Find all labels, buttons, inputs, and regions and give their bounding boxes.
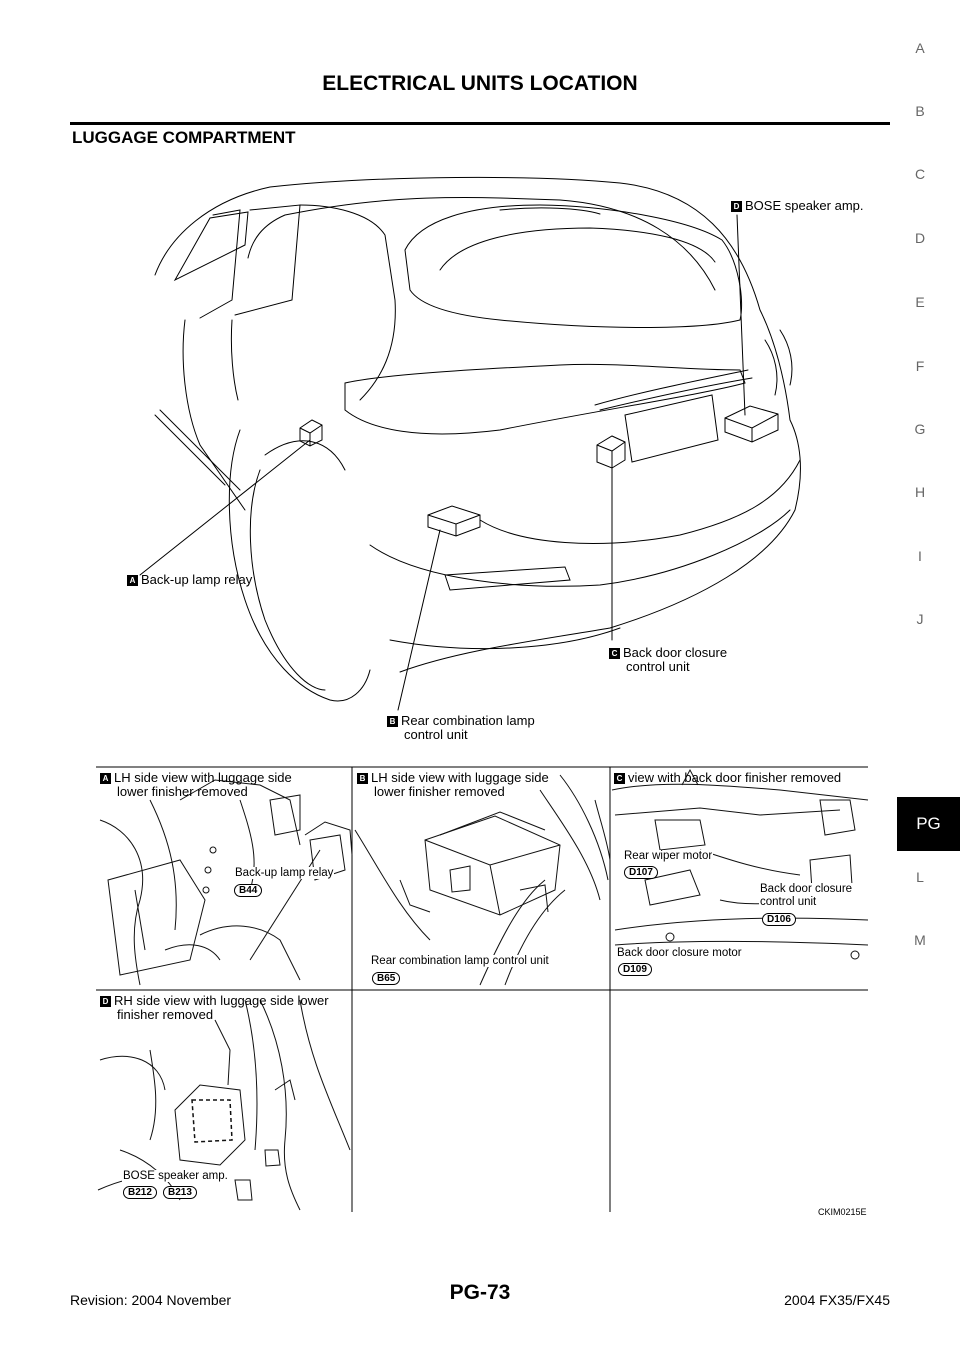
footer-model: 2004 FX35/FX45 [784,1292,890,1308]
side-index-b[interactable]: B [915,103,925,119]
side-index-m[interactable]: M [914,932,926,948]
callout-letter-b: B [387,716,398,727]
panel-a-label: Back-up lamp relay [234,867,335,879]
connector-tag-b44: B44 [234,884,263,897]
callout-label-line1: Back door closure [623,645,728,660]
section-heading: LUGGAGE COMPARTMENT [72,128,296,147]
side-index-c[interactable]: C [914,166,926,182]
side-index-pg-tab[interactable]: PG [897,797,960,851]
connector-tag-d107: D107 [624,866,658,879]
connector-tag-d109: D109 [618,963,652,976]
callout-label-line2: control unit [626,659,690,674]
panel-letter-c: C [614,773,625,784]
side-index-g[interactable]: G [914,421,926,437]
figure-reference-code: CKIM0215E [818,1207,867,1217]
panel-d-label: BOSE speaker amp. [122,1170,229,1182]
panel-title-line1: LH side view with luggage side [371,770,549,785]
panel-c-motor-label: Back door closure motor [616,947,743,959]
connector-tag-b213: B213 [163,1186,197,1199]
side-index-d[interactable]: D [914,230,926,246]
panel-c-wiper-label: Rear wiper motor [623,850,714,862]
side-index-f[interactable]: F [915,358,925,374]
footer-revision: Revision: 2004 November [70,1292,232,1308]
side-index-h[interactable]: H [914,484,926,500]
side-index-a[interactable]: A [915,40,925,56]
connector-tag-b212: B212 [123,1186,157,1199]
closure-unit-line2: control unit [760,896,817,908]
connector-tag-b65: B65 [372,972,401,985]
panel-letter-a: A [100,773,111,784]
panel-title-line1: view with back door finisher removed [628,770,842,785]
callout-letter-a: A [127,575,138,586]
panel-letter-d: D [100,996,111,1007]
footer-page-number: PG-73 [449,1281,511,1304]
side-index-j[interactable]: J [916,611,924,627]
side-index-i[interactable]: I [918,548,922,564]
panel-title-line2: finisher removed [117,1007,214,1022]
panel-title-line1: LH side view with luggage side [114,770,292,785]
callout-letter-c: C [609,648,620,659]
callout-label: BOSE speaker amp. [745,198,864,213]
side-index-l[interactable]: L [916,869,924,885]
panel-title-line2: lower finisher removed [117,784,248,799]
callout-label: Back-up lamp relay [141,572,253,587]
side-index-e[interactable]: E [915,294,925,310]
panel-title-line1: RH side view with luggage side lower [114,993,329,1008]
connector-tag-d106: D106 [762,913,796,926]
panel-b-label: Rear combination lamp control unit [370,955,550,967]
closure-unit-line1: Back door closure [760,883,853,895]
callout-label-line2: control unit [404,727,468,742]
panel-letter-b: B [357,773,368,784]
panel-c-closure-unit-label: Back door closure control unit [759,883,854,909]
callout-label-line1: Rear combination lamp [401,713,535,728]
callout-letter-d: D [731,201,742,212]
title-rule [70,122,890,125]
page-title: ELECTRICAL UNITS LOCATION [322,72,638,95]
panel-title-line2: lower finisher removed [374,784,505,799]
